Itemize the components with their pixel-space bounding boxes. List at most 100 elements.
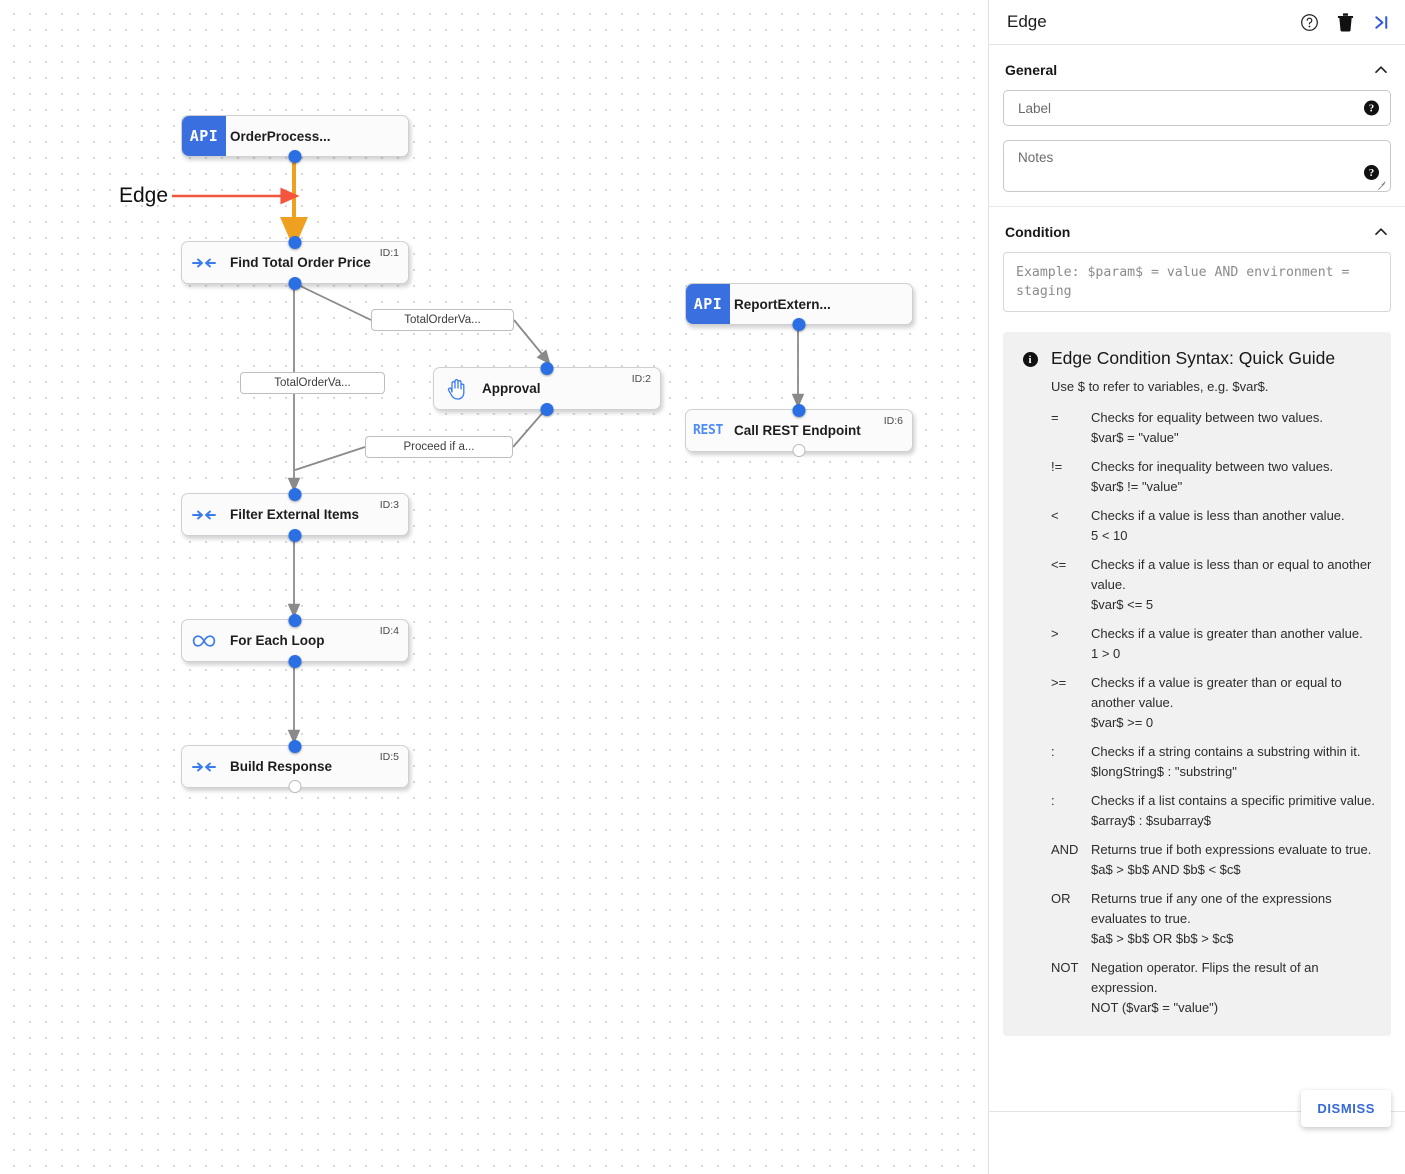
node-id-label: ID:3: [379, 499, 399, 511]
node-filter-external-items[interactable]: Filter External Items ID:3: [181, 487, 409, 542]
operator-description: Checks if a value is less than another v…: [1091, 508, 1345, 523]
node-title: For Each Loop: [230, 633, 325, 648]
hand-icon: [434, 378, 478, 400]
condition-input[interactable]: Example: $param$ = value AND environment…: [1003, 252, 1391, 312]
notes-help-icon[interactable]: ?: [1364, 165, 1379, 180]
dismiss-button[interactable]: DISMISS: [1301, 1090, 1391, 1127]
operator-description: Negation operator. Flips the result of a…: [1091, 960, 1319, 995]
node-output-port-open[interactable]: [288, 779, 302, 793]
operator-symbol: <: [1051, 508, 1059, 523]
edge-approval-filterext-a: [512, 408, 547, 448]
operator-description: Checks if a string contains a substring …: [1091, 744, 1361, 759]
operator-description: Returns true if any one of the expressio…: [1091, 891, 1332, 926]
node-output-port[interactable]: [288, 149, 302, 163]
node-output-port[interactable]: [792, 317, 806, 331]
operator-description: Checks if a value is less than or equal …: [1091, 557, 1372, 592]
node-find-total-order-price[interactable]: Find Total Order Price ID:1: [181, 235, 409, 290]
operator-row: NOT Negation operator. Flips the result …: [1051, 958, 1377, 1018]
api-badge-icon: API: [686, 284, 730, 324]
node-orderprocess[interactable]: API OrderProcess...: [181, 115, 409, 163]
node-for-each-loop[interactable]: For Each Loop ID:4: [181, 613, 409, 668]
operator-row: < Checks if a value is less than another…: [1051, 506, 1377, 546]
operator-row: <= Checks if a value is less than or equ…: [1051, 555, 1377, 615]
operator-example: 5 < 10: [1091, 528, 1128, 543]
operator-symbol: =: [1051, 410, 1059, 425]
panel-header: Edge: [989, 0, 1405, 45]
arrows-converge-icon: [182, 507, 226, 523]
edge-label-chip[interactable]: TotalOrderVa...: [371, 309, 514, 331]
edge-findtotal-approval-b: [513, 319, 551, 365]
node-reportextern[interactable]: API ReportExtern...: [685, 283, 913, 331]
panel-body[interactable]: General Label ? Notes ?: [989, 45, 1405, 1111]
node-input-port[interactable]: [288, 739, 302, 753]
operator-symbol: :: [1051, 744, 1055, 759]
operator-example: $longString$ : "substring": [1091, 764, 1237, 779]
operator-example: $array$ : $subarray$: [1091, 813, 1211, 828]
node-approval[interactable]: Approval ID:2: [433, 361, 661, 416]
edge-approval-filterext-b: [294, 446, 366, 471]
operator-description: Returns true if both expressions evaluat…: [1091, 842, 1372, 857]
label-help-icon[interactable]: ?: [1364, 100, 1379, 116]
node-output-port[interactable]: [288, 276, 302, 290]
operator-symbol: <=: [1051, 557, 1067, 572]
operator-symbol: NOT: [1051, 960, 1079, 975]
notes-field[interactable]: Notes ?: [1003, 140, 1391, 192]
node-build-response[interactable]: Build Response ID:5: [181, 739, 409, 793]
node-id-label: ID:5: [379, 751, 399, 763]
section-condition-title: Condition: [1005, 224, 1071, 240]
rest-badge-icon: REST: [692, 423, 724, 438]
collapse-panel-icon[interactable]: [1372, 13, 1391, 32]
node-title: Approval: [482, 381, 541, 396]
node-id-label: ID:1: [379, 247, 399, 259]
arrows-converge-icon: [182, 759, 226, 775]
operator-symbol: >=: [1051, 675, 1067, 690]
node-output-port[interactable]: [288, 528, 302, 542]
label-field[interactable]: Label ?: [1003, 90, 1391, 126]
node-input-port[interactable]: [792, 403, 806, 417]
page-title: Edge: [1007, 12, 1047, 31]
operator-example: $a$ > $b$ AND $b$ < $c$: [1091, 862, 1241, 877]
operator-row: = Checks for equality between two values…: [1051, 408, 1377, 448]
operator-row: != Checks for inequality between two val…: [1051, 457, 1377, 497]
api-badge-icon: API: [182, 116, 226, 156]
node-call-rest-endpoint[interactable]: REST Call REST Endpoint ID:6: [685, 403, 913, 457]
operator-symbol: >: [1051, 626, 1059, 641]
section-condition-header[interactable]: Condition: [1003, 207, 1391, 252]
operator-row: : Checks if a list contains a specific p…: [1051, 791, 1377, 831]
node-input-port[interactable]: [288, 235, 302, 249]
edge-label-chip[interactable]: TotalOrderVa...: [240, 372, 385, 394]
node-input-port[interactable]: [540, 361, 554, 375]
section-general-title: General: [1005, 62, 1058, 78]
node-input-port[interactable]: [288, 613, 302, 627]
trash-icon[interactable]: [1337, 12, 1354, 32]
chevron-up-icon[interactable]: [1373, 224, 1389, 240]
operator-example: NOT ($var$ = "value"): [1091, 1000, 1219, 1015]
operator-example: $var$ >= 0: [1091, 715, 1154, 730]
node-id-label: ID:4: [379, 625, 399, 637]
edge-label-chip[interactable]: Proceed if a...: [365, 436, 513, 458]
node-output-port[interactable]: [288, 654, 302, 668]
flow-canvas[interactable]: Edge API OrderProcess... Find Total Orde…: [0, 0, 988, 1174]
help-circle-icon[interactable]: [1300, 13, 1319, 32]
node-title: OrderProcess...: [230, 128, 331, 144]
chevron-up-icon[interactable]: [1373, 62, 1389, 78]
operator-symbol: AND: [1051, 842, 1079, 857]
arrows-converge-icon: [182, 255, 226, 271]
operator-row: : Checks if a string contains a substrin…: [1051, 742, 1377, 782]
node-output-port[interactable]: [540, 402, 554, 416]
section-condition: Condition Example: $param$ = value AND e…: [989, 207, 1405, 1036]
section-general-header[interactable]: General: [1003, 45, 1391, 90]
edge-findtotal-approval-a: [293, 282, 372, 321]
notes-field-placeholder: Notes: [1018, 150, 1054, 165]
operator-row: AND Returns true if both expressions eva…: [1051, 840, 1377, 880]
operator-symbol: !=: [1051, 459, 1063, 474]
node-output-port-open[interactable]: [792, 443, 806, 457]
info-glyph: i: [1022, 352, 1038, 367]
operator-example: $var$ = "value": [1091, 430, 1179, 445]
notes-resize-handle[interactable]: [1378, 180, 1386, 188]
edge-connections-layer: [172, 156, 805, 745]
node-input-port[interactable]: [288, 487, 302, 501]
operator-description: Checks if a list contains a specific pri…: [1091, 793, 1375, 808]
operator-description: Checks if a value is greater than anothe…: [1091, 626, 1363, 641]
